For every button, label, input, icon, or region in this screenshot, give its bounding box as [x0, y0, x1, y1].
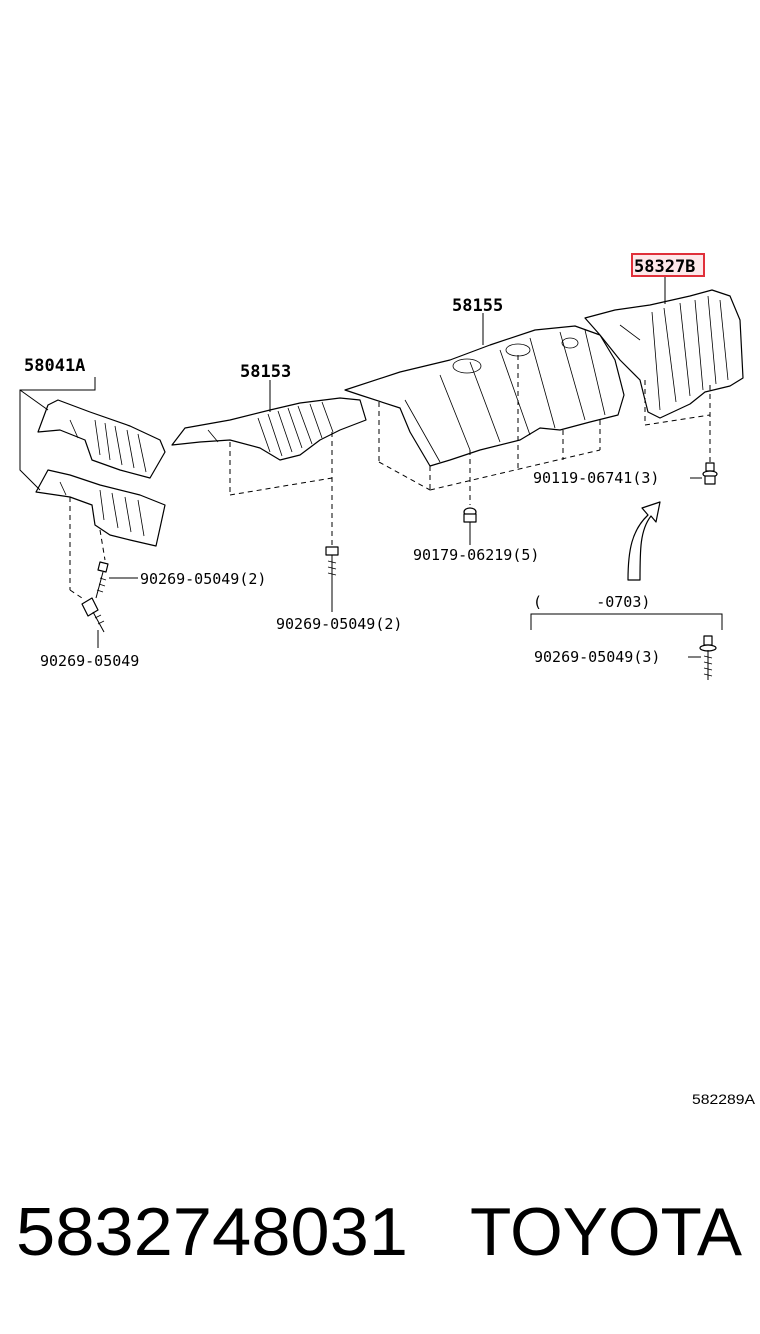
- label-90269-05049-2b[interactable]: 90269-05049(2): [276, 615, 402, 633]
- bolt-flange-icon[interactable]: [702, 462, 718, 485]
- label-90269-05049-2a[interactable]: 90269-05049(2): [140, 570, 266, 588]
- label-58041a[interactable]: 58041A: [24, 356, 85, 376]
- label-90269-05049-3[interactable]: 90269-05049(3): [534, 648, 660, 666]
- nut-icon[interactable]: [463, 507, 477, 523]
- label-90179-06219[interactable]: 90179-06219(5): [413, 546, 539, 564]
- label-90269-05049[interactable]: 90269-05049: [40, 652, 139, 670]
- part-58041a-lower[interactable]: [35, 469, 166, 547]
- label-58153[interactable]: 58153: [240, 362, 291, 382]
- label-58327b[interactable]: 58327B: [634, 257, 695, 277]
- brand-name: TOYOTA: [470, 1194, 743, 1270]
- part-58155[interactable]: [344, 325, 625, 467]
- bolt-icon[interactable]: [95, 561, 109, 599]
- clip-icon[interactable]: [81, 597, 105, 633]
- label-range: ( -0703): [533, 593, 650, 611]
- screw-large-icon[interactable]: [699, 635, 717, 680]
- highlight-box: [631, 253, 705, 277]
- part-58041a-upper[interactable]: [37, 399, 166, 479]
- part-58327b[interactable]: [584, 289, 744, 419]
- label-90119-06741[interactable]: 90119-06741(3): [533, 469, 659, 487]
- part-number: 5832748031: [16, 1194, 408, 1270]
- figure-code: 582289A: [692, 1091, 756, 1107]
- label-58155[interactable]: 58155: [452, 296, 503, 316]
- screw-icon[interactable]: [325, 546, 339, 582]
- curved-arrow-icon: [627, 501, 661, 581]
- part-58153[interactable]: [171, 397, 367, 461]
